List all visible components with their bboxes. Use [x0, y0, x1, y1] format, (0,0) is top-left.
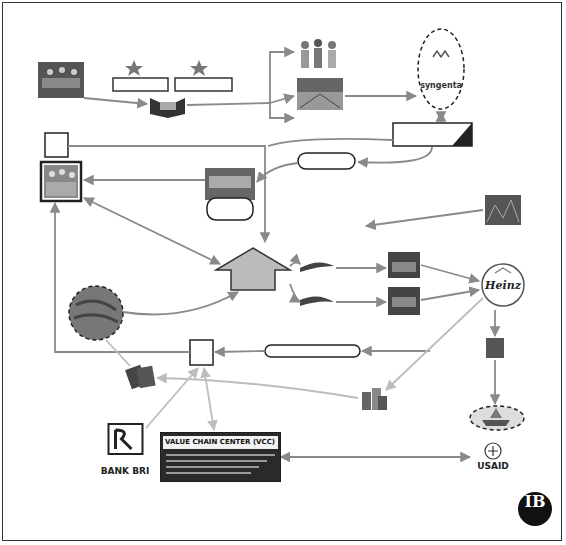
- photo-chili-dashed: [69, 286, 123, 340]
- node-text: syngenta: [420, 81, 462, 90]
- bank-logo: BANK BRI: [98, 422, 153, 478]
- connector-arrow: [281, 456, 471, 458]
- photo-field: [297, 78, 343, 110]
- big-arrow: [216, 248, 290, 290]
- node-text: USAID: [477, 461, 509, 471]
- node-text: BANK BRI: [101, 466, 150, 476]
- blank-sign: [113, 60, 232, 91]
- logo-oval: syngenta: [417, 28, 465, 110]
- photo-market: [205, 168, 255, 220]
- logo-mark: IB: [518, 492, 552, 526]
- photo-factory: [388, 252, 420, 315]
- flow-lines: [55, 52, 495, 404]
- photo-people: [297, 38, 343, 70]
- chili-icon: [300, 262, 334, 306]
- logo-circle: Heinz: [480, 263, 526, 307]
- photo-product: [470, 338, 524, 430]
- photo-meeting: [38, 62, 84, 98]
- agency-logo: USAID: [470, 442, 516, 472]
- books-icon: [125, 365, 156, 389]
- node-text: VALUE CHAIN CENTER (VCC): [165, 438, 275, 446]
- page-frame: [2, 2, 562, 541]
- node-text: Heinz: [485, 279, 521, 292]
- sauce-bottles: [362, 388, 387, 410]
- light-flow-lines: [106, 298, 483, 430]
- node-outline: [417, 28, 465, 110]
- photo-crop: [485, 195, 521, 225]
- blank-box: [45, 123, 472, 365]
- photo-farmers: [41, 162, 81, 201]
- value-chain-sign: VALUE CHAIN CENTER (VCC): [160, 432, 281, 482]
- handshake-photo: [150, 93, 185, 118]
